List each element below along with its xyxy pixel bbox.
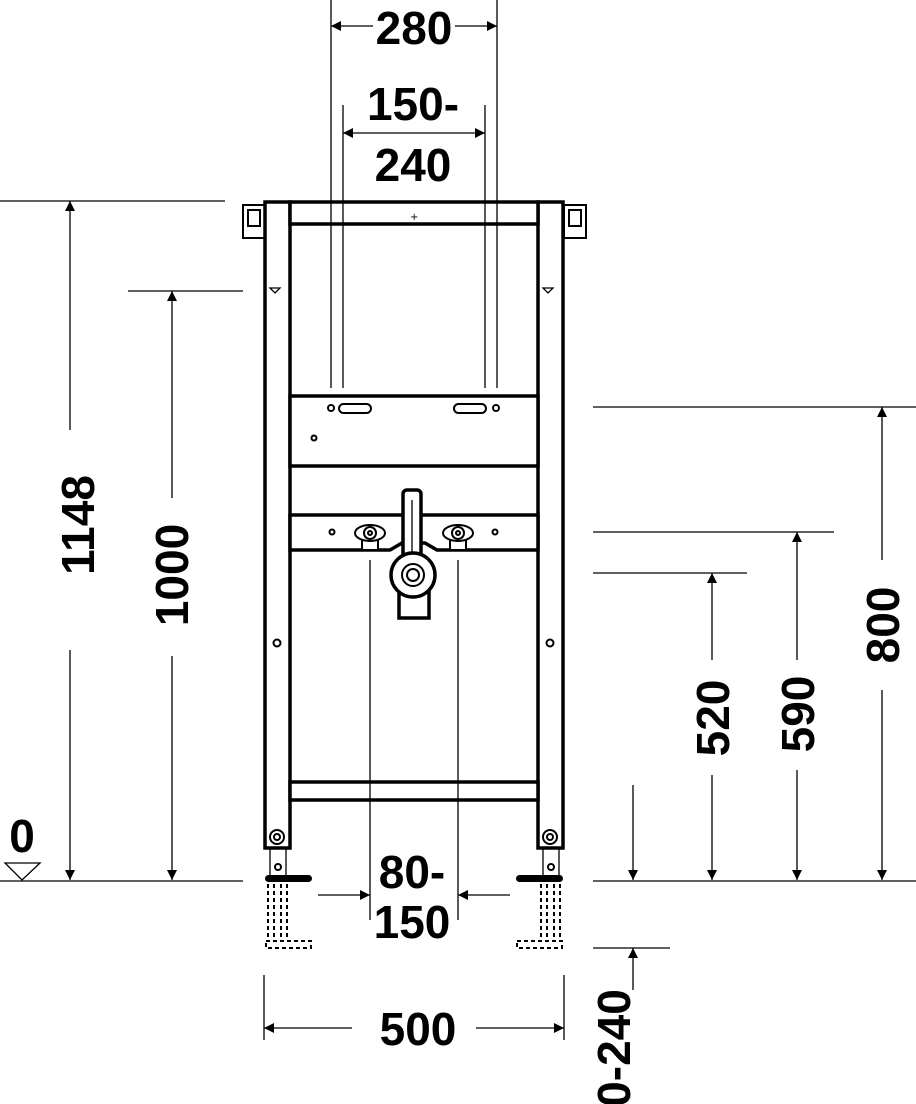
dim-150-240-line2: 240 [375, 139, 452, 191]
drain-bend [389, 488, 437, 620]
dim-0: 0 [9, 810, 35, 862]
dim-500: 500 [380, 1003, 457, 1055]
right-water-connection [442, 524, 474, 551]
dim-1000: 1000 [146, 524, 198, 626]
dim-0-240: 0-240 [588, 989, 640, 1104]
dim-1148: 1148 [52, 475, 104, 575]
bottom-crossbar [288, 780, 540, 802]
mounting-plate [288, 394, 540, 468]
left-post [263, 200, 292, 850]
dim-80-150-line1: 80- [379, 846, 445, 898]
dim-800: 800 [857, 587, 909, 664]
floor-level-symbol [3, 862, 42, 881]
left-water-connection [354, 524, 386, 551]
dimension-labels: 280 150- 240 1148 1000 0 800 590 520 80-… [9, 2, 909, 1104]
dim-150-240-line1: 150- [367, 78, 459, 130]
right-post [536, 200, 565, 850]
left-foot [265, 875, 312, 882]
frame: + [242, 200, 587, 850]
dim-520: 520 [687, 680, 739, 757]
dim-280: 280 [376, 2, 453, 54]
dim-590: 590 [772, 676, 824, 753]
dimension-lines [0, 0, 916, 1040]
feet [265, 848, 563, 949]
dim-80-150-line2: 150 [374, 896, 451, 948]
right-foot [516, 875, 563, 882]
svg-text:+: + [410, 212, 418, 223]
top-crossbar [288, 200, 540, 226]
